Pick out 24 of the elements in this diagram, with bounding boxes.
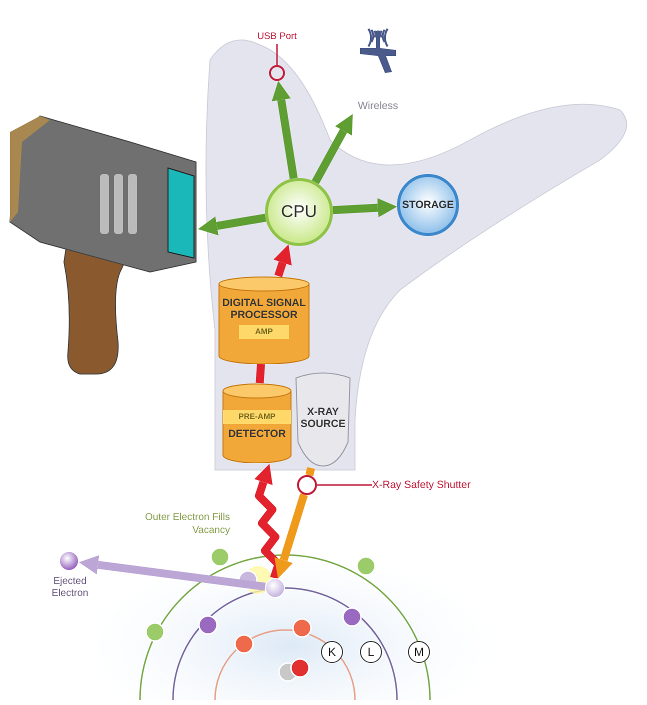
leader-line	[276, 44, 278, 65]
arrow	[254, 464, 282, 580]
component-label: X-RAY SOURCE	[300, 406, 346, 430]
arrow	[332, 198, 398, 218]
arrow	[78, 555, 266, 591]
arrow	[312, 114, 353, 184]
ring-marker	[269, 65, 285, 81]
arrow	[273, 244, 292, 278]
part-label: USB Port	[257, 32, 297, 42]
component-label: STORAGE	[402, 198, 454, 212]
component-label: CPU	[281, 202, 317, 222]
callout-label: X-Ray Safety Shutter	[372, 478, 471, 492]
callout-label: Outer Electron Fills Vacancy	[144, 512, 230, 537]
arrow	[274, 493, 308, 578]
sub-label: PRE-AMP	[222, 410, 292, 424]
component-label: DIGITAL SIGNAL PROCESSOR	[221, 297, 307, 322]
arrow	[198, 214, 266, 236]
ring-marker	[297, 475, 317, 495]
sub-label: AMP	[239, 325, 289, 339]
arrow	[272, 80, 298, 180]
callout-label: Ejected Electron	[50, 576, 90, 600]
leader-line	[317, 484, 372, 486]
part-label: Wireless	[358, 100, 398, 112]
component-label: DETECTOR	[228, 428, 286, 440]
